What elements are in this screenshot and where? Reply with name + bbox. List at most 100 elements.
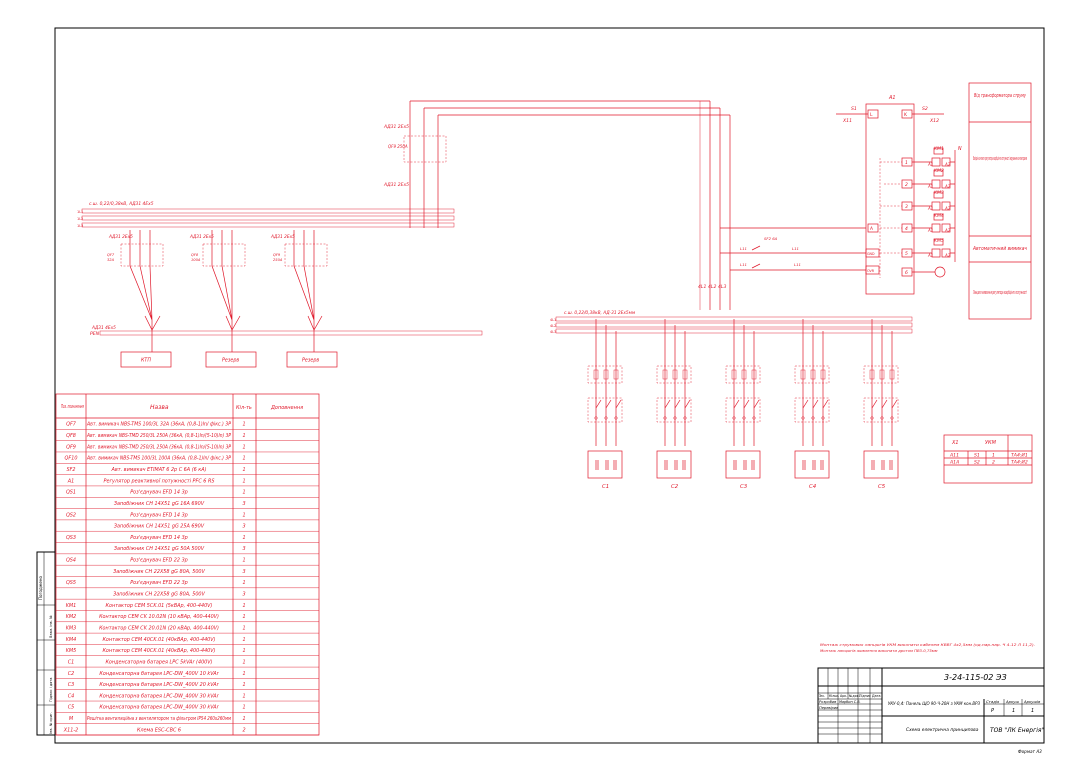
svg-text:4L1: 4L1 — [550, 318, 556, 322]
capacitor-plates — [595, 460, 617, 470]
contact-switch — [615, 399, 622, 409]
svg-text:A1: A1 — [927, 184, 933, 189]
note-1: Монтаж струмових ланцюгів УКМ виконати к… — [820, 642, 1035, 647]
svg-text:Підпис: Підпис — [859, 694, 871, 698]
bom-row-name: Запобіжник CH 14X51 gG 16А 690V — [114, 501, 205, 507]
a1-name: A1 — [888, 95, 896, 101]
svg-text:4L3: 4L3 — [550, 330, 556, 334]
bom-row-qty: 1 — [242, 422, 245, 428]
bom-row-name: Роз'єднувач EFD 22 3р — [130, 558, 188, 564]
fuse-box — [889, 369, 895, 380]
contactor-frame — [656, 397, 692, 423]
bom-row-qty: 1 — [242, 467, 245, 473]
contact-dot — [604, 416, 608, 420]
capacitor-box — [725, 450, 761, 479]
svg-text:A2: A2 — [944, 228, 951, 233]
main-feed: АД31 2Ех5 QF9 250А АД31 2Ех5 4L1 4L2 4L3 — [383, 100, 731, 310]
tb-developed: Розробив — [819, 700, 836, 704]
svg-text:L: L — [870, 112, 873, 118]
fuse-box — [731, 369, 737, 380]
contactor-frame — [725, 397, 761, 423]
fuse-box — [820, 369, 826, 380]
contact-dot — [663, 416, 667, 420]
bom-row-pos: X11-2 — [63, 727, 78, 733]
bom-row-pos: KM5 — [66, 648, 77, 654]
contact-dot — [752, 416, 756, 420]
svg-text:4L2: 4L2 — [550, 324, 556, 328]
bom-row-name: Авт. вимикач NBS-TMD 250/3L 250А (36кА, … — [86, 444, 231, 450]
bom-head-qty: Кіл-ть — [236, 405, 252, 411]
top-cable-label: АД31 2Ех5 — [383, 124, 409, 130]
capacitor-box — [863, 450, 899, 479]
load-reserve1: Резерв — [222, 358, 239, 364]
bom-row-pos: QS1 — [66, 490, 76, 496]
bom-row-qty: 3 — [242, 569, 245, 575]
bom-row-qty: 1 — [242, 716, 245, 722]
capacitor-box — [656, 450, 692, 479]
fuse-box — [800, 369, 806, 380]
fuse-box — [603, 369, 609, 380]
svg-text:250А: 250А — [273, 258, 283, 262]
tb-developer: Марбин С.В. — [839, 700, 861, 704]
svg-text:32А: 32А — [107, 258, 115, 262]
bom-row-pos: C3 — [68, 682, 75, 688]
bom-row-pos: KM4 — [66, 637, 77, 643]
bom-row-qty: 1 — [242, 671, 245, 677]
contact-switch — [733, 399, 740, 409]
svg-text:A2: A2 — [944, 162, 951, 167]
svg-text:GND: GND — [867, 252, 875, 256]
tb-sheet-label: Аркуш — [1005, 699, 1020, 704]
svg-text:S1: S1 — [974, 453, 980, 459]
bom-row-qty: 1 — [242, 693, 245, 699]
bom-row-pos: KM1 — [66, 603, 77, 609]
bom-head-name: Назва — [150, 404, 169, 411]
svg-text:Арк.: Арк. — [840, 694, 847, 698]
contact-switch — [881, 399, 888, 409]
bom-row-pos: C1 — [68, 659, 75, 665]
bom-row-qty: 1 — [242, 444, 245, 450]
bom-row-name: Конденсаторна батарея LPC-DW_400V 30 kVA… — [99, 705, 219, 711]
tb-stage: Р — [991, 708, 994, 714]
bom-row-qty: 1 — [242, 637, 245, 643]
x1-head: X1 — [951, 440, 959, 446]
load-reserve2-box — [286, 351, 338, 368]
bom-row-pos: C5 — [68, 705, 75, 711]
neutral-label: N — [958, 146, 962, 152]
contact-dot — [801, 416, 805, 420]
svg-text:№док.: №док. — [849, 694, 860, 698]
bom-row-qty: 1 — [242, 490, 245, 496]
bom-row-pos: SF2 — [66, 467, 75, 473]
capacitor-label: C2 — [671, 484, 679, 490]
bom-row-qty: 1 — [242, 603, 245, 609]
bus-mark-1: 4L1 — [698, 284, 706, 290]
pen-cable: АД31 4Ех5 — [91, 325, 116, 331]
bom-row-name: Регулятор реактивної потужності PFC 6 RS — [104, 478, 215, 484]
bom-row-pos: C2 — [68, 671, 75, 677]
bom-row-pos: QF10 — [65, 456, 78, 462]
contact-dot — [811, 416, 815, 420]
bus-mark-2: 4L2 — [708, 284, 716, 290]
svg-text:6: 6 — [905, 270, 908, 276]
sheet-frame — [54, 27, 1045, 744]
bom-row-qty: 3 — [242, 546, 245, 552]
bom-row-pos: QF9 — [66, 444, 76, 450]
bom-table: Поз. позначення Назва Кіл-ть Доповнення … — [55, 393, 320, 736]
bom-row-qty: 1 — [242, 558, 245, 564]
svg-text:A2: A2 — [944, 206, 951, 211]
capacitor-plates — [871, 460, 893, 470]
bom-row-name: Авт. вимикач NBS-TMS 100/3L 32А (36кА, (… — [86, 422, 231, 428]
contact-dot — [742, 416, 746, 420]
bom-row-qty: 3 — [242, 524, 245, 530]
bom-row-pos: KM2 — [66, 614, 77, 620]
contact-dot — [821, 416, 825, 420]
fuse-box — [662, 369, 668, 380]
disconnector-frame — [794, 365, 830, 384]
bom-row-name: Роз'єднувач EFD 14 3р — [130, 535, 188, 541]
contact-switch — [822, 399, 829, 409]
bom-row-name: Клема ESC-CBC 6 — [137, 727, 181, 733]
capacitor-box — [587, 450, 623, 479]
contact-switch — [605, 399, 612, 409]
bom-row-name: Конденсаторна батарея LPC-DW_400V 20 kVA… — [99, 682, 219, 688]
